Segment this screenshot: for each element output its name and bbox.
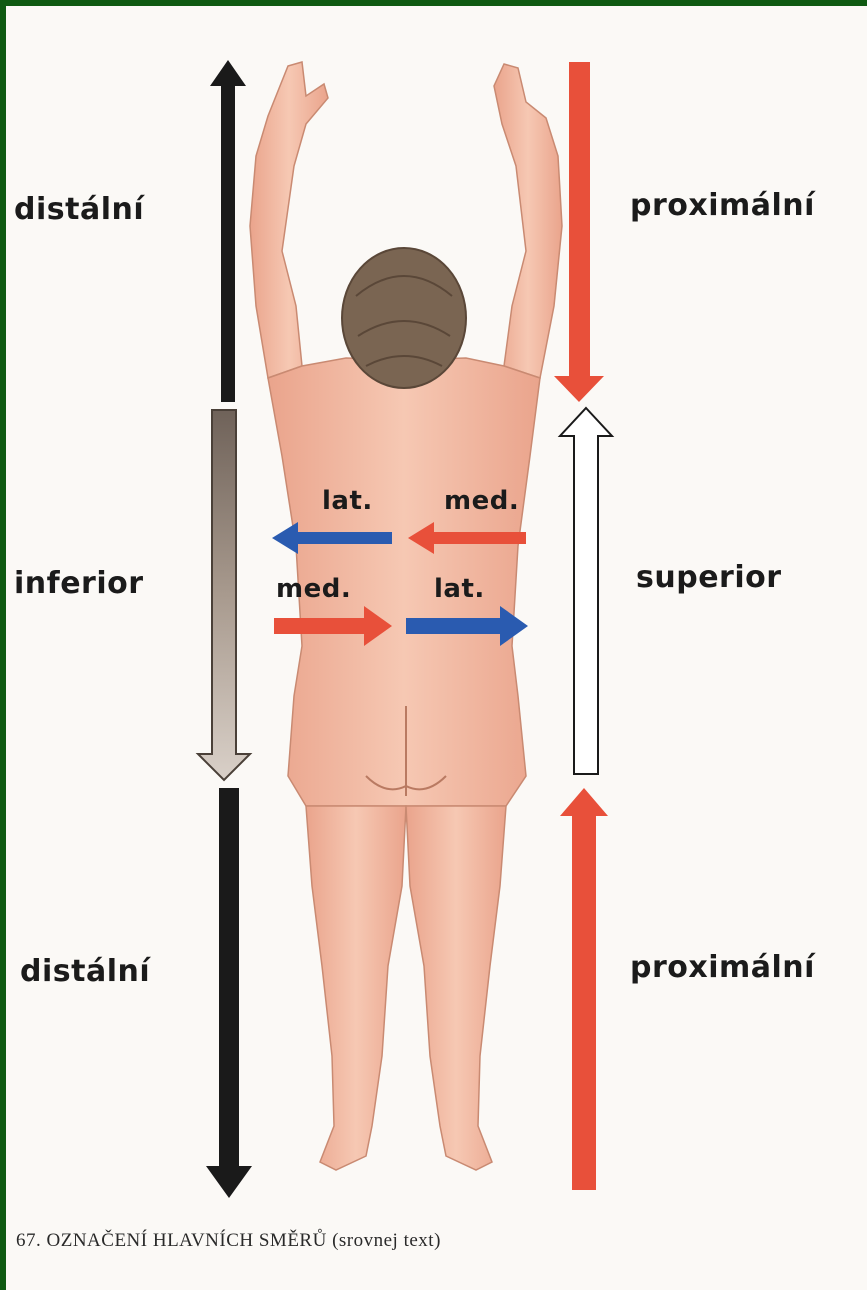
- label-distal-bottom: distální: [20, 954, 150, 989]
- label-lower-med: med.: [276, 574, 351, 604]
- label-proximal-bottom: proximální: [630, 950, 815, 985]
- left-inferior-arrow: [198, 410, 250, 780]
- right-superior-arrow: [560, 408, 612, 774]
- label-proximal-top: proximální: [630, 188, 815, 223]
- human-body-back-view: [250, 62, 562, 1170]
- left-leg: [306, 806, 406, 1170]
- right-arm: [494, 64, 562, 378]
- label-distal-top: distální: [14, 192, 144, 227]
- right-leg: [406, 806, 506, 1170]
- label-lower-lat: lat.: [434, 574, 485, 604]
- label-superior: superior: [636, 560, 782, 595]
- head-hair: [342, 248, 466, 388]
- label-upper-lat: lat.: [322, 486, 373, 516]
- faded-header-text: [36, 30, 43, 46]
- left-arm: [250, 62, 328, 378]
- right-proximal-arrow-bottom: [560, 788, 608, 1190]
- figure-page: distální proximální inferior superior di…: [6, 6, 867, 1290]
- label-inferior: inferior: [14, 566, 144, 601]
- label-upper-med: med.: [444, 486, 519, 516]
- left-distal-arrow-top: [210, 60, 246, 402]
- figure-caption: 67. OZNAČENÍ HLAVNÍCH SMĚRŮ (srovnej tex…: [16, 1230, 441, 1252]
- left-distal-arrow-bottom: [206, 788, 252, 1198]
